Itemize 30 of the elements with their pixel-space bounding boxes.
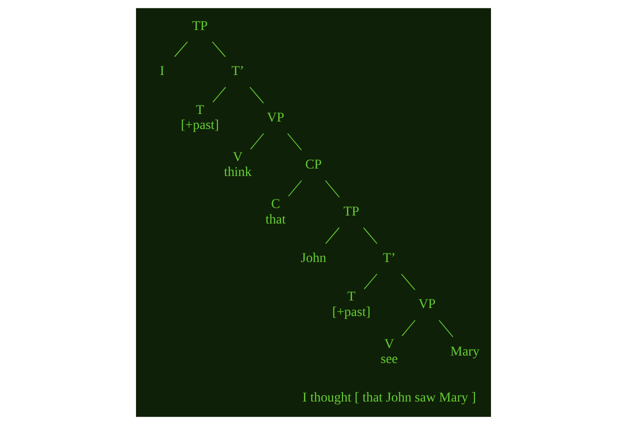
connector [212,86,226,103]
label: I thought [ that John saw Mary ] [302,390,476,405]
node-text: VP [266,109,284,124]
connector [286,133,302,151]
connector [174,41,188,58]
node-text: VP [418,296,436,312]
node-text: John [300,250,326,265]
connector [324,180,340,198]
connector [363,274,377,290]
node-text: CP [304,156,322,172]
node-text: Mary [450,343,479,358]
connector [250,133,264,150]
node-text: V think [223,149,252,180]
node-text: TP [192,18,208,33]
node-text: T [+past] [180,102,219,132]
node-text: I [159,63,164,78]
connector [249,86,264,104]
node-text: T’ [230,63,244,78]
node-text: C that [265,196,286,226]
connector [324,227,340,244]
connector [211,41,226,58]
node-text: TP [343,204,359,219]
connector [400,274,415,290]
node-text: T [+past] [332,288,370,319]
node-text: V see [380,336,398,366]
connector [362,227,377,244]
connector [288,180,302,197]
connector [401,320,415,336]
connector [438,320,453,338]
node-text: T’ [382,250,396,265]
